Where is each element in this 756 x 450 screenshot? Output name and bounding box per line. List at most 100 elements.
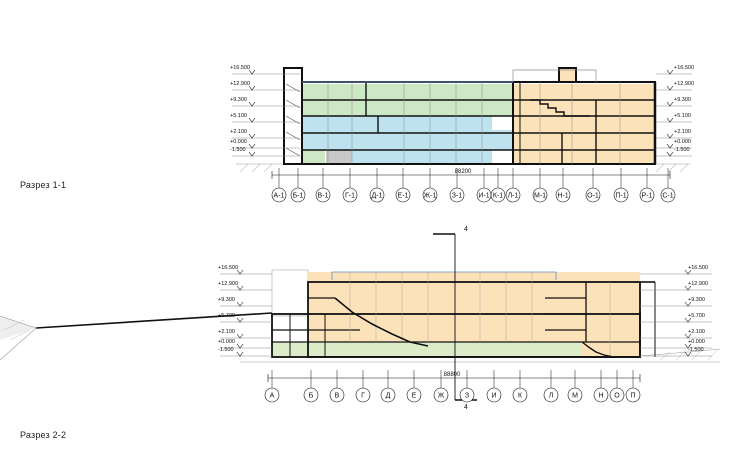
section-1-left-level-marker: +9.300: [230, 97, 300, 107]
section-1-right-level-label: -1.500: [674, 147, 690, 153]
section-1-axis-label: М-1: [534, 193, 546, 200]
section-2-axis-3: В: [329, 370, 345, 403]
section-2-left-level-marker: +0.000: [218, 339, 272, 349]
section-1-title: Разрез 1-1: [20, 180, 67, 190]
section-1-axis-6: Е-1: [395, 168, 411, 203]
section-1-axis-label: Р-1: [642, 193, 653, 200]
section-1-lower-green: [303, 150, 325, 164]
section-2-left-level-label: +2.100: [218, 329, 235, 335]
section-1-axis-15: П-1: [613, 168, 629, 203]
section-1-axis-7: Ж-1: [422, 168, 438, 203]
section-1-axis-8: З-1: [449, 168, 465, 203]
svg-text:88800: 88800: [444, 372, 461, 378]
section-2-axis-label: К: [518, 393, 523, 400]
section-1-right-level-label: +12.900: [674, 81, 694, 87]
section-2-lower-green: [272, 342, 582, 357]
section-1-axis-label: Д-1: [372, 193, 383, 200]
section-1-lower-blue: [352, 150, 492, 164]
section-2-axis-9: И: [486, 370, 502, 403]
section-1-left-level-label: +2.100: [230, 129, 247, 135]
section-1-roof-box: [558, 67, 577, 83]
section-2-axis-5: Д: [380, 370, 396, 403]
section-1-atrium-stair: [530, 99, 590, 117]
section-1-axis-label: Л-1: [508, 193, 519, 200]
section-1-left-level-marker: +0.000: [230, 139, 300, 149]
section-1-axis-16: Р-1: [639, 168, 655, 203]
section-1-axis-5: Д-1: [369, 168, 385, 203]
section-2-dimension: 88800: [267, 372, 641, 382]
section-1-right-level-marker: +9.300: [656, 97, 692, 107]
section-2-axis-15: П: [625, 370, 641, 403]
section-2-right-level-marker: +12.900: [640, 281, 712, 291]
section-2-levels-left: +16.500+12.900+9.300+5.700+2.100+0.000-1…: [218, 265, 272, 357]
section-2-left-level-label: +5.700: [218, 313, 235, 319]
section-2-axis-label: И: [491, 393, 496, 400]
section-1-right-level-label: +0.000: [674, 139, 691, 145]
section-1-right-level-label: +16.500: [674, 65, 694, 71]
section-2-left-level-marker: -1.500: [218, 347, 272, 357]
section-2-right-level-marker: +2.100: [640, 329, 712, 339]
section-2-right-level-marker: +16.500: [640, 265, 712, 275]
section-1-axis-17: С-1: [660, 168, 676, 203]
section-1-axis-label: О-1: [587, 193, 599, 200]
section-1: 88200 +16.500+12.900+9.300+5.100+2.100+0…: [230, 65, 694, 203]
section-1-axis-label: Б-1: [293, 193, 304, 200]
section-2-right-level-marker: -1.500: [640, 347, 712, 357]
section-2-axis-2: Б: [303, 370, 319, 403]
section-1-right-level-label: +9.300: [674, 97, 691, 103]
section-1-axis-1: А-1: [271, 168, 287, 203]
section-1-axis-4: Г-1: [342, 168, 358, 203]
section-2-axis-label: Б: [309, 393, 314, 400]
section-1-axis-11: Л-1: [505, 168, 521, 203]
section-2-left-level-marker: +12.900: [218, 281, 272, 291]
section-1-stair-tower: [283, 67, 303, 165]
section-2-right-level-label: +2.100: [688, 329, 705, 335]
section-1-axis-label: С-1: [662, 193, 673, 200]
section-1-left-level-marker: -1.500: [230, 147, 300, 157]
section-2-axis-8: З: [459, 370, 475, 403]
section-1-axis-3: В-1: [315, 168, 331, 203]
section-1-left-level-label: +0.000: [230, 139, 247, 145]
section-2-grand-stair: [334, 297, 429, 347]
section-2-axis-14: О: [609, 370, 625, 403]
section-1-right-level-marker: +0.000: [656, 139, 692, 149]
section-2-right-level-marker: +9.300: [640, 297, 712, 307]
section-1-axis-label: П-1: [615, 193, 626, 200]
section-1-white-pane: [492, 116, 512, 130]
section-2-axis-label: Е: [412, 393, 417, 400]
section-2-axis-1: А: [264, 370, 280, 403]
section-2: 4 4 88800 +16.500+12.900+9.300+5.700+2.1…: [0, 226, 721, 411]
section-2-axis-label: А: [270, 393, 275, 400]
section-1-right-level-marker: +16.500: [656, 65, 694, 75]
section-2-right-level-label: -1.500: [688, 347, 704, 353]
section-1-right-level-label: +2.100: [674, 129, 691, 135]
section-2-left-level-label: +16.500: [218, 265, 238, 271]
section-2-lower-stair: [581, 341, 615, 358]
section-2-axis-label: Л: [549, 393, 554, 400]
svg-text:88200: 88200: [455, 169, 472, 175]
section-2-axis-11: Л: [543, 370, 559, 403]
section-2-axis-6: Е: [406, 370, 422, 403]
section-1-axis-10: К-1: [490, 168, 506, 203]
section-1-axis-2: Б-1: [290, 168, 306, 203]
section-2-axis-label: П: [630, 393, 635, 400]
section-1-right-level-marker: +12.900: [656, 81, 694, 91]
section-2-upper-left-block: [271, 269, 309, 317]
section-2-axis-label: З: [465, 393, 469, 400]
section-1-axis-label: Е-1: [398, 193, 409, 200]
section-2-left-level-marker: +2.100: [218, 329, 272, 339]
section-2-levels-right: +16.500 +12.900 +9.300 +5.700 +2.100 +0.000 -1…: [640, 265, 712, 357]
section-1-axis-label: Ж-1: [424, 193, 437, 200]
section-2-left-level-label: +12.900: [218, 281, 238, 287]
section-2-right-level-label: +0.000: [688, 339, 705, 345]
section-2-axis-label: В: [335, 393, 340, 400]
section-2-terrain: [0, 312, 721, 363]
section-2-axis-label: Ж: [438, 393, 445, 400]
section-2-axis-label: Г: [361, 393, 365, 400]
section-1-left-level-label: +16.500: [230, 65, 250, 71]
section-2-right-level-marker: +5.700: [640, 313, 712, 323]
section-1-left-level-marker: +12.900: [230, 81, 300, 91]
